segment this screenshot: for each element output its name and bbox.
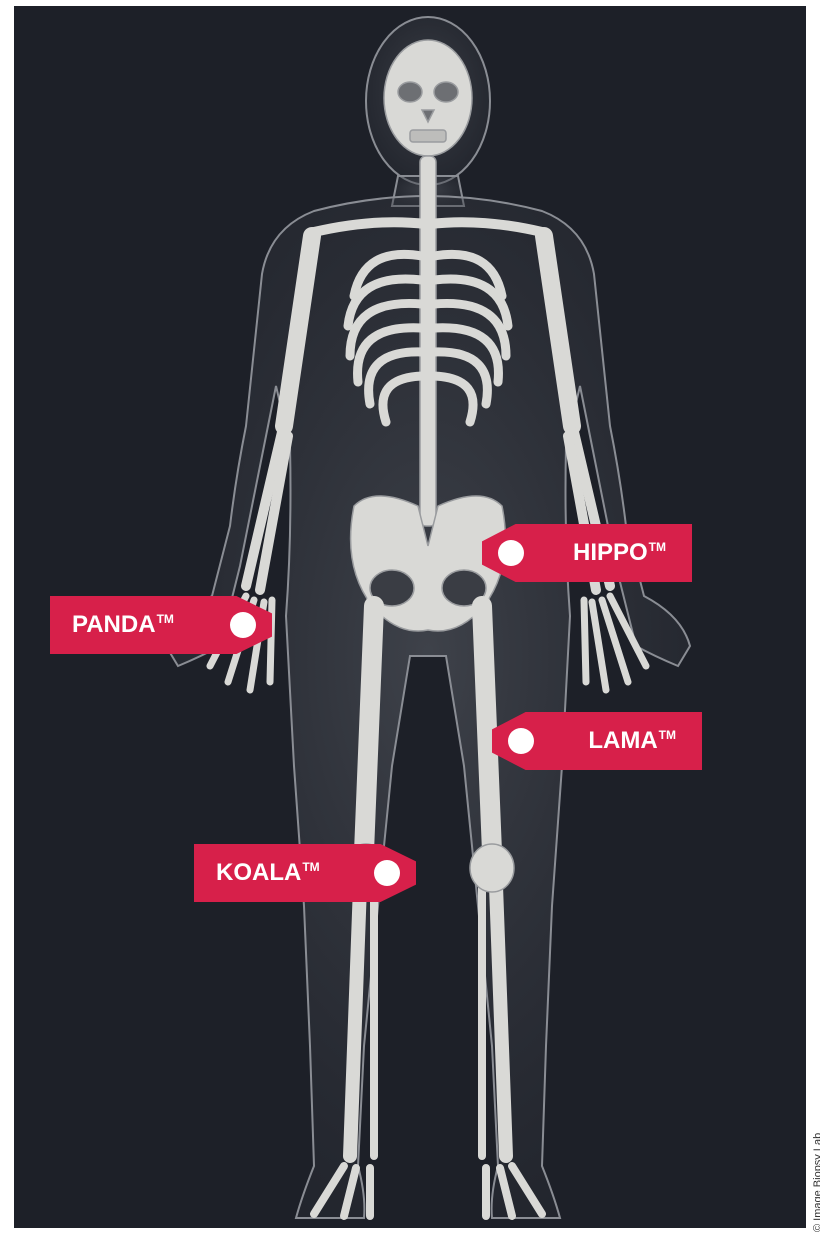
tag-koala-dot <box>374 860 400 886</box>
tag-panda-trademark: TM <box>157 613 174 625</box>
tag-panda-name: PANDA <box>72 611 156 639</box>
skeleton-bones <box>210 40 646 1216</box>
tag-lama-dot <box>508 728 534 754</box>
image-credit: © Image Biopsy Lab <box>812 1133 820 1232</box>
tag-koala-name: KOALA <box>216 859 301 887</box>
tag-hippo-name: HIPPO <box>573 539 648 567</box>
tag-koala-trademark: TM <box>302 861 319 873</box>
tag-panda-dot <box>230 612 256 638</box>
right-knee <box>470 844 514 892</box>
spine <box>420 156 436 526</box>
tag-hippo-dot <box>498 540 524 566</box>
tag-hippo-trademark: TM <box>649 541 666 553</box>
tag-lama-name: LAMA <box>588 727 657 755</box>
tag-lama-trademark: TM <box>659 729 676 741</box>
